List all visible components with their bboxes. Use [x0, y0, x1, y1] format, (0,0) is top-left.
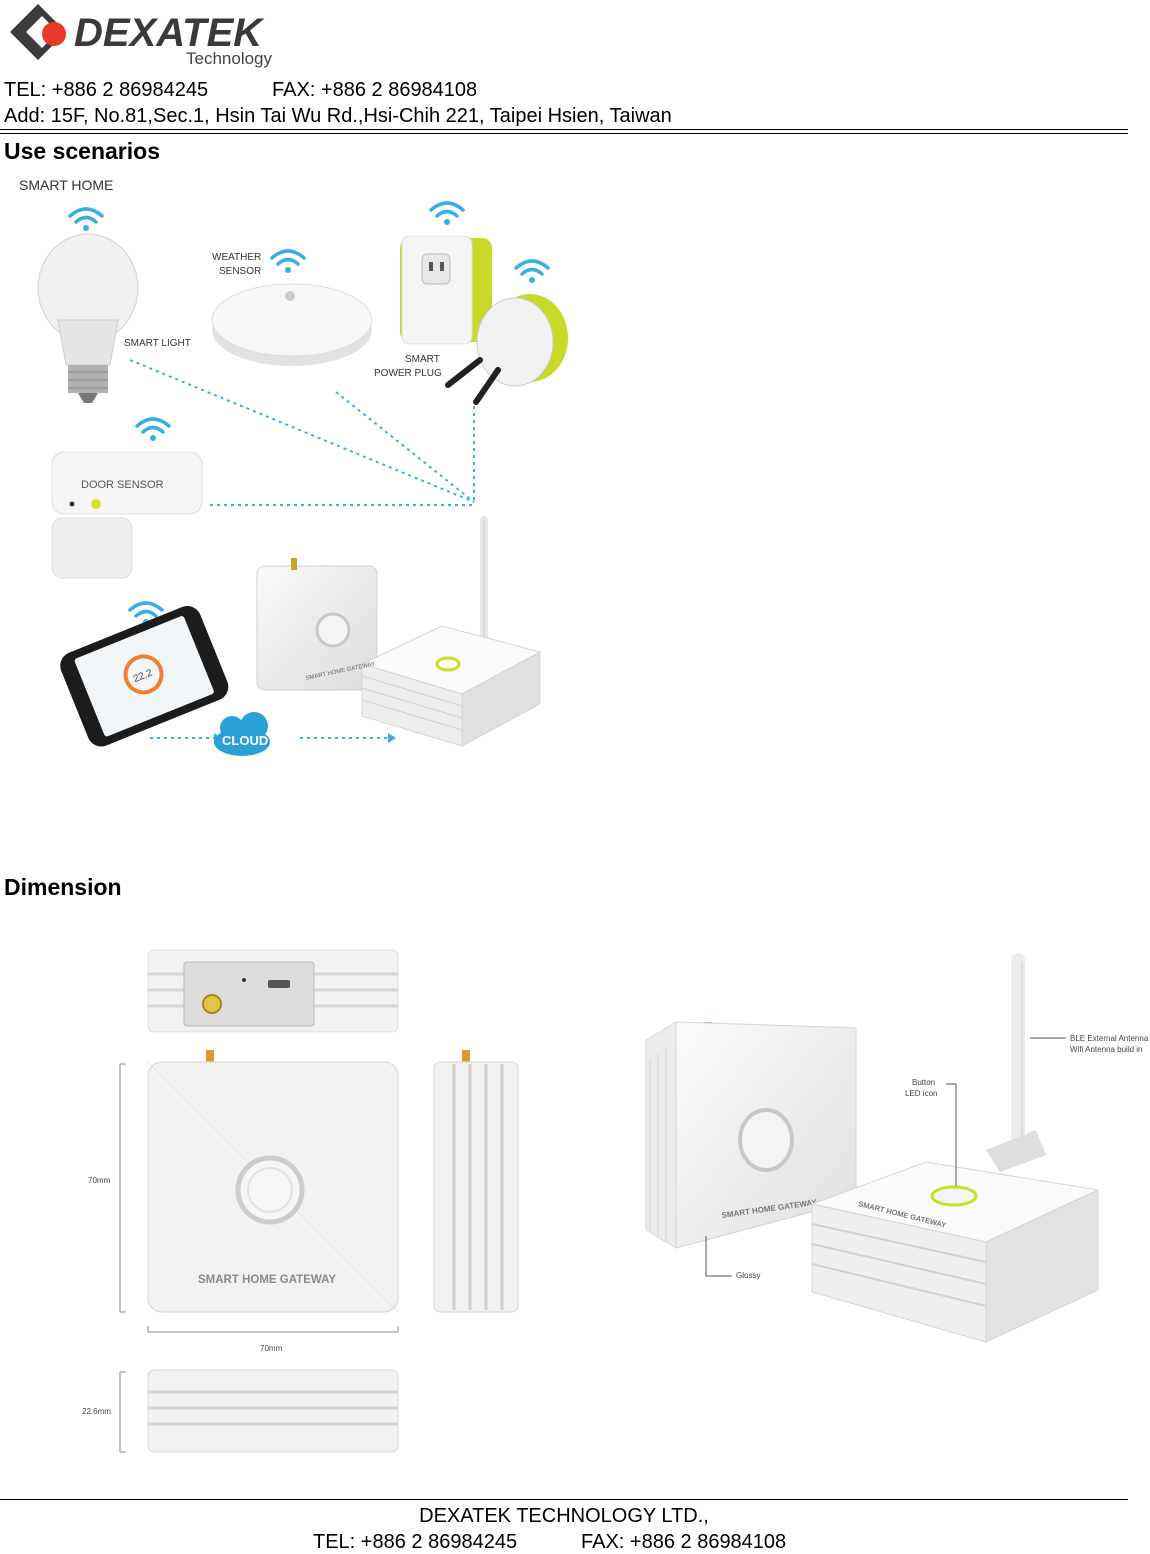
footer-rule: [0, 1499, 1128, 1500]
callout-antenna-line-2: Wifi Antenna build in: [1070, 1045, 1143, 1054]
cloud-label: CLOUD: [222, 733, 268, 748]
footer-tel: TEL: +886 2 86984245: [313, 1531, 518, 1553]
header-tel: TEL: +886 2 86984245: [4, 79, 209, 101]
led-ring-icon: [930, 1185, 978, 1207]
weather-sensor-label-1: WEATHER: [212, 252, 261, 263]
smartphone-icon: 22.2: [60, 606, 229, 747]
header-fax: FAX: +886 2 86984108: [272, 79, 478, 101]
cloud-icon: [214, 712, 270, 756]
footer-company: DEXATEK TECHNOLOGY LTD.,: [419, 1505, 709, 1527]
gateway-top-view: [147, 949, 399, 1033]
height-dimension-line: [119, 1063, 126, 1313]
door-sensor-label: DOOR SENSOR: [81, 479, 164, 491]
logo-red-dot-icon: [42, 22, 66, 46]
callout-button-line-2: LED icon: [905, 1089, 938, 1098]
antenna-connector-icon: [202, 994, 222, 1014]
dimension-drawing: SMART HOME GATEWAY 70mm 70mm: [70, 940, 530, 1460]
gateway-front-view: SMART HOME GATEWAY: [147, 1050, 399, 1313]
callout-lines: [705, 1037, 1066, 1277]
gateway-device-icon: [256, 516, 542, 747]
wifi-icon: [135, 417, 171, 443]
height-label: 70mm: [88, 1176, 111, 1185]
wifi-icon: [514, 259, 550, 285]
logo-subtitle: Technology: [186, 49, 273, 68]
use-scenarios-title: Use scenarios: [4, 138, 160, 164]
smart-power-plug-label-2: POWER PLUG: [374, 368, 442, 379]
company-logo: DEXATEK Technology: [6, 2, 296, 68]
weather-sensor-icon: [211, 283, 373, 366]
wifi-icon: [429, 201, 465, 227]
dimension-title: Dimension: [4, 874, 122, 900]
callout-glossy: Glossy: [736, 1271, 761, 1280]
wifi-icon: [270, 249, 306, 275]
smart-home-diagram: SMART HOME SMART LIGHT WEATHER SENSOR: [10, 170, 570, 770]
gateway-depth-view: [147, 1369, 399, 1453]
header-rule-top: [0, 129, 1128, 130]
smart-light-bulb-icon: [37, 233, 139, 403]
smart-home-diagram-title: SMART HOME: [19, 177, 113, 193]
width-dimension-line: [147, 1326, 399, 1333]
logo-wordmark: DEXATEK: [74, 11, 265, 55]
smart-power-plug-icon: [445, 294, 568, 405]
front-view-label: SMART HOME GATEWAY: [198, 1274, 336, 1286]
smart-power-plug-label-1: SMART: [405, 354, 440, 365]
footer-fax: FAX: +886 2 86984108: [581, 1531, 787, 1553]
arrow-right-icon: [388, 733, 396, 743]
depth-label: 22.6mm: [82, 1407, 111, 1416]
gateway-side-view: [433, 1050, 519, 1313]
smart-light-label: SMART LIGHT: [124, 338, 191, 349]
smart-plug-icon: [400, 235, 492, 345]
door-sensor-icon: [51, 451, 203, 579]
header-rule-bottom: [0, 133, 1128, 134]
header-address: Add: 15F, No.81,Sec.1, Hsin Tai Wu Rd.,H…: [4, 105, 672, 127]
callout-antenna-line-1: BLE External Antenna: [1070, 1034, 1149, 1043]
width-label: 70mm: [260, 1344, 283, 1353]
usb-port-icon: [268, 980, 290, 988]
wifi-icon: [68, 207, 104, 233]
callout-button-line-1: Button: [912, 1078, 936, 1087]
gateway-perspective-view: SMART HOME GATEWAY SMART HOME GATEWAY: [636, 950, 1150, 1350]
depth-dimension-line: [119, 1371, 126, 1453]
connection-lines: [129, 359, 475, 739]
weather-sensor-label-2: SENSOR: [219, 266, 261, 277]
